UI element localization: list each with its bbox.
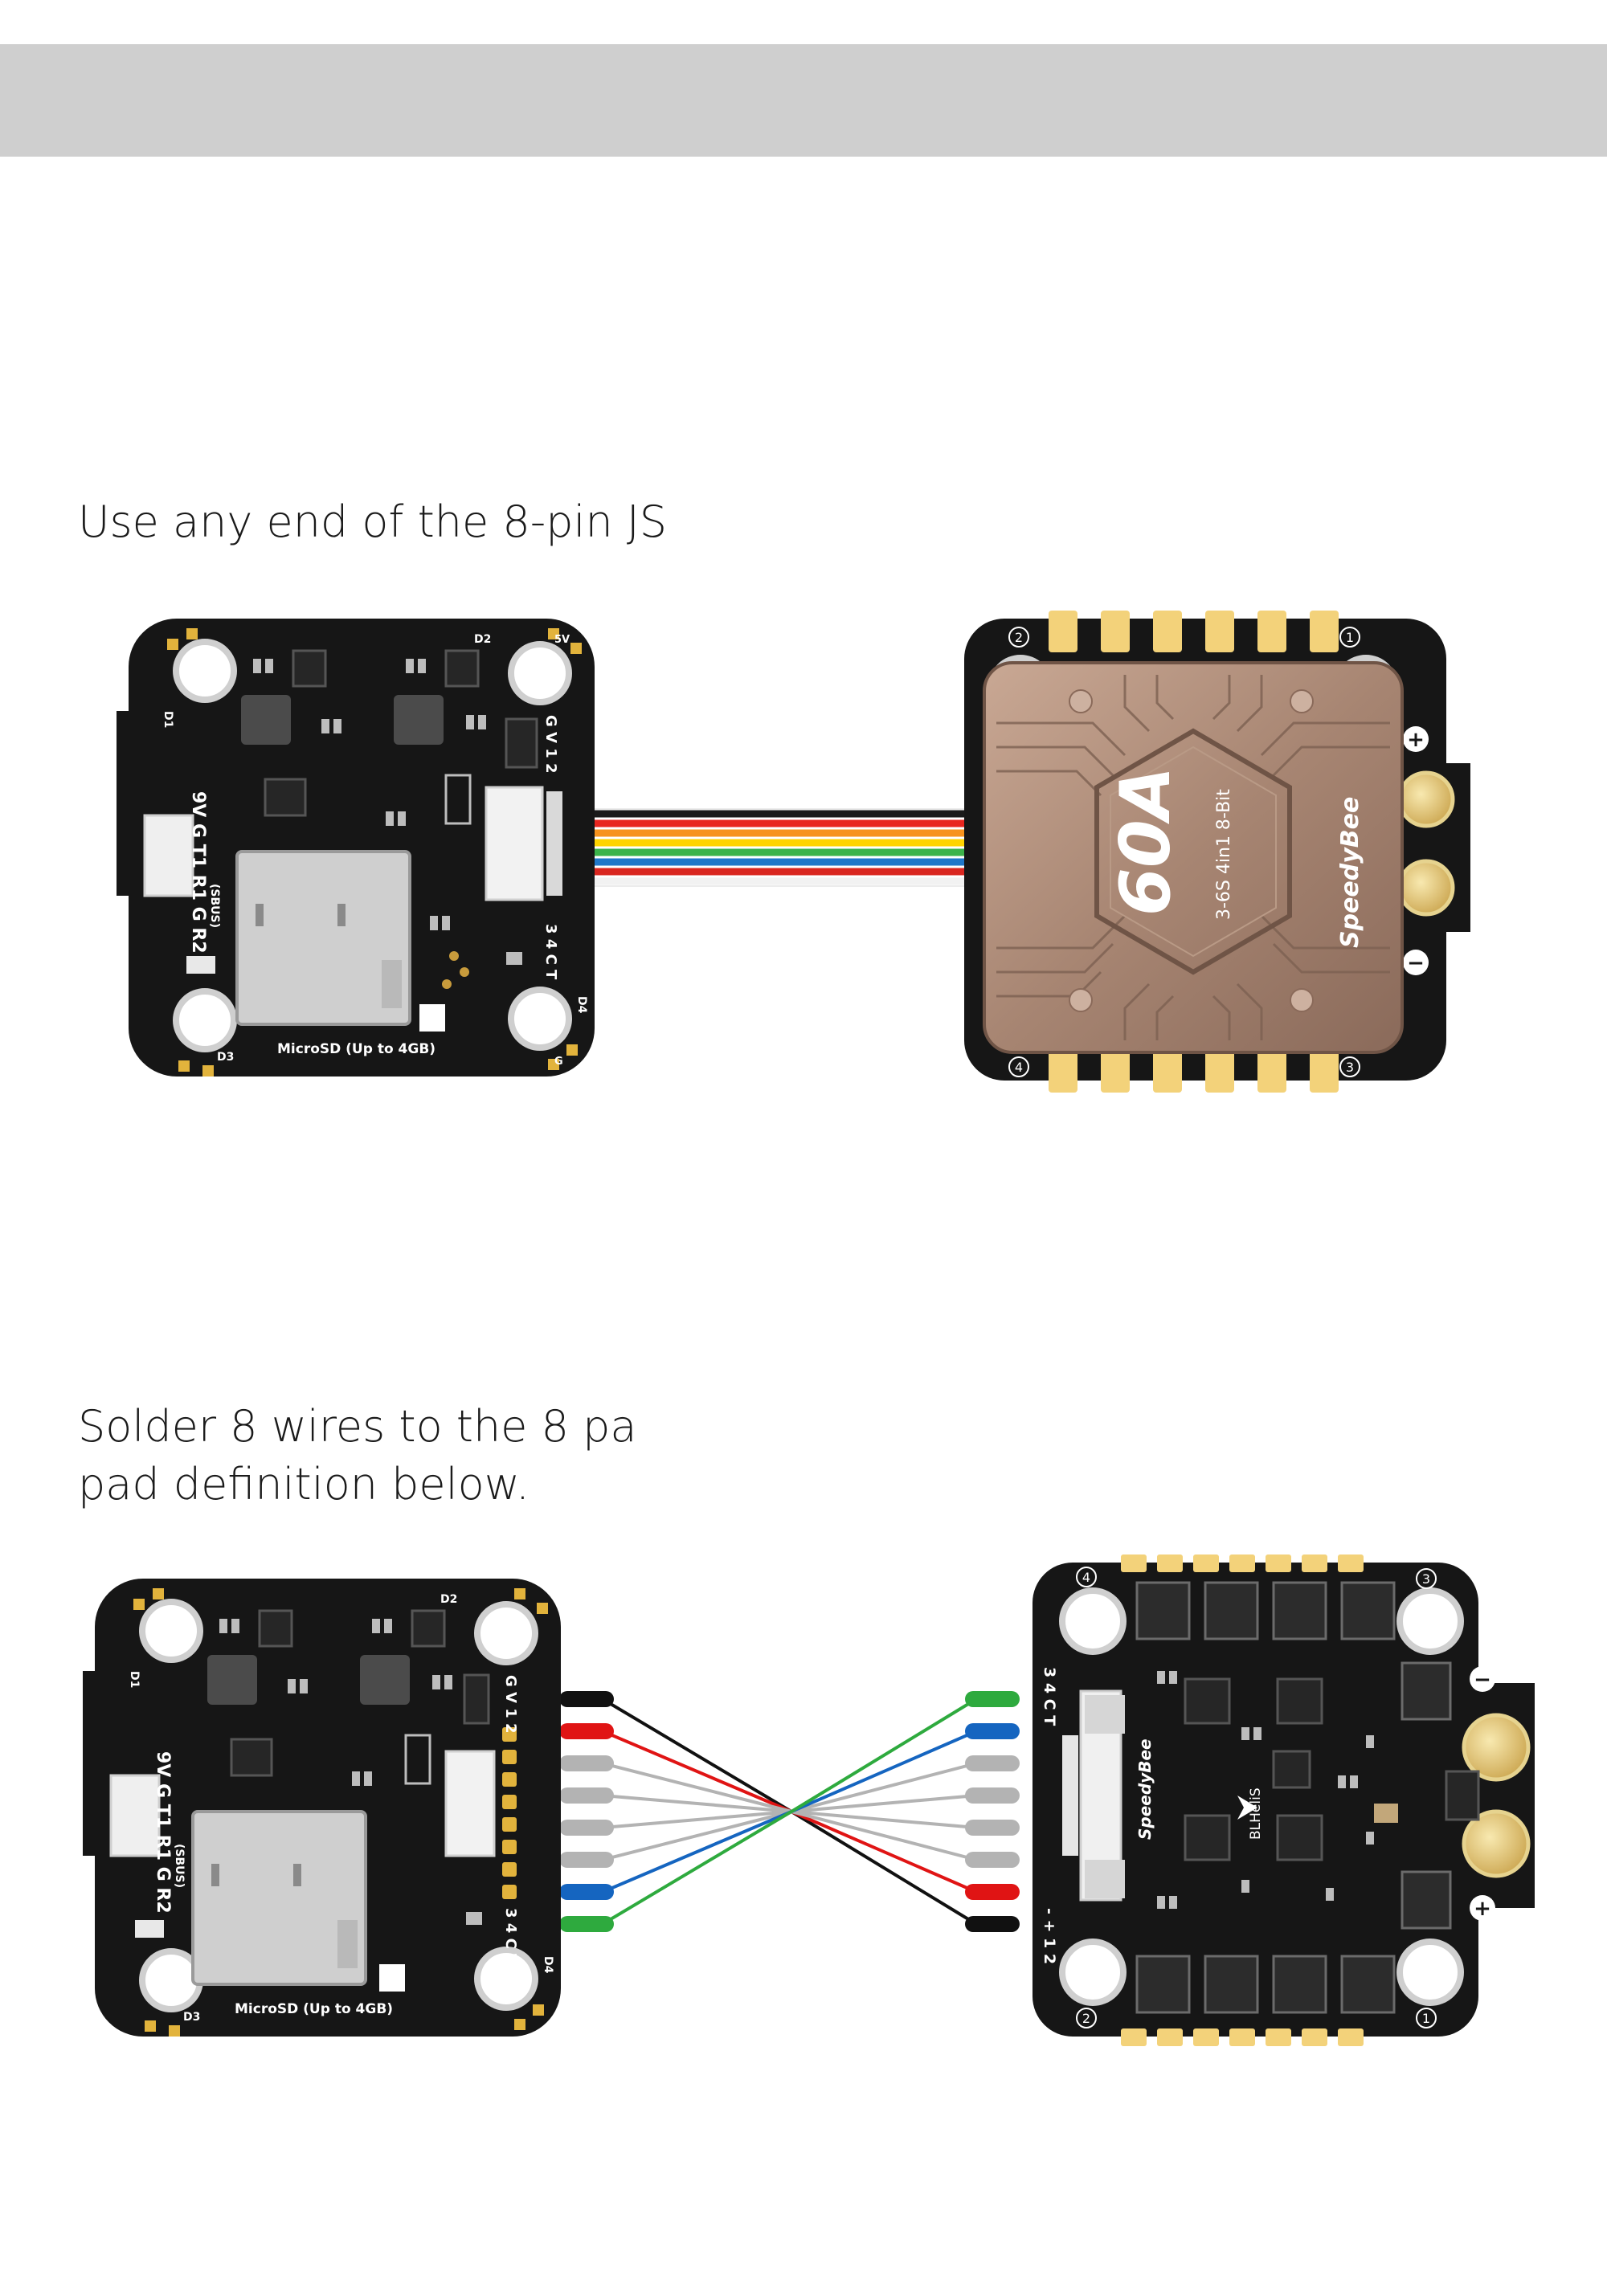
esc2-header-bottom-label: - + 1 2 — [1041, 1908, 1058, 1964]
crossing-wires — [559, 1691, 1020, 1932]
wire-end-right — [965, 1820, 1020, 1836]
esc-corner-number: 2 — [1015, 630, 1023, 645]
sd-card-icon — [419, 1004, 445, 1032]
fc-connector-label-top: G V 1 2 — [502, 1675, 519, 1734]
esc-motor-pads — [1049, 611, 1339, 1093]
power-pad-plus — [1462, 1809, 1531, 1878]
wire-end-left — [559, 1723, 614, 1739]
fc-pad-labels: 9V G T1 R1 G R2 — [188, 791, 208, 954]
microsd-slot — [235, 850, 411, 1026]
wire-end-right — [965, 1691, 1020, 1707]
caption-use-any-end: Use any end of the 8-pin JS — [78, 496, 668, 547]
fc-label-d2: D2 — [440, 1593, 457, 1606]
esc2-firmware-label: BLHeliS — [1248, 1787, 1264, 1840]
esc2-plus-sign: + — [1474, 1897, 1491, 1921]
fc-jst-connector — [444, 1750, 496, 1857]
wire-end-left — [559, 1852, 614, 1868]
power-pad-minus — [1397, 859, 1455, 917]
fc-connector-label-top: G V 1 2 — [542, 715, 559, 774]
esc-corner-number: 3 — [1346, 1060, 1354, 1075]
wire-end-right — [965, 1787, 1020, 1804]
caption-line-1: Solder 8 wires to the 8 pa — [78, 1401, 637, 1452]
esc-corner-number: 4 — [1015, 1060, 1023, 1075]
fc-label-d3: D3 — [183, 2011, 200, 2024]
esc2-corner-number: 2 — [1082, 2011, 1090, 2026]
mount-hole — [139, 1599, 203, 1663]
wire-end-left — [559, 1884, 614, 1900]
fc-label-d4: D4 — [542, 1956, 554, 1974]
fc-pad-labels: 9V G T1 R1 G R2 — [153, 1751, 173, 1914]
direction-arrow-icon — [1237, 1796, 1257, 1820]
esc2-corner-number: 4 — [1082, 1570, 1090, 1585]
fc-connector-label-bottom: 3 4 C T — [542, 924, 559, 980]
fc-sbus-label: (SBUS) — [173, 1844, 186, 1888]
microsd-slot — [191, 1810, 367, 1986]
wire-end-right — [965, 1916, 1020, 1932]
crossing-wire — [601, 1697, 978, 1926]
fc-label-5v: 5V — [554, 634, 570, 646]
wire-end-left — [559, 1820, 614, 1836]
flight-controller-board-2: 9V G T1 R1 G R2 (SBUS) G V 1 2 3 4 C T M… — [83, 1579, 561, 2037]
esc-board-2: − + 4 3 2 1 3 4 C T - + 1 2 SpeedyBee BL… — [1032, 1554, 1535, 2046]
fc-label-d4: D4 — [575, 996, 588, 1014]
wire-end-right — [965, 1884, 1020, 1900]
fc-microsd-label: MicroSD (Up to 4GB) — [277, 1041, 435, 1057]
esc2-minus-sign: − — [1474, 1668, 1491, 1692]
mount-hole — [173, 988, 237, 1052]
mount-hole — [508, 987, 572, 1051]
top-gray-band — [0, 44, 1607, 157]
mount-hole — [1396, 1939, 1464, 2006]
power-pad-plus — [1397, 770, 1455, 828]
fc-label-d1: D1 — [128, 1671, 141, 1688]
esc-corner-number: 1 — [1346, 630, 1354, 645]
esc2-corner-number: 3 — [1422, 1571, 1430, 1587]
fc-sbus-label: (SBUS) — [208, 884, 221, 928]
mount-hole — [474, 1601, 538, 1665]
mount-hole — [1059, 1587, 1127, 1655]
fc-solder-pad-column — [502, 1727, 517, 1899]
esc-board-1: + − 2 1 4 3 60A 3-6S 4in1 8-Bit Sp — [964, 611, 1470, 1093]
fc-jst-connector — [485, 786, 544, 901]
fc-label-d2: D2 — [474, 633, 491, 646]
esc-plus-sign: + — [1407, 728, 1425, 752]
heatsink-hexagon — [1094, 728, 1292, 975]
esc-spec-label: 3-6S 4in1 8-Bit — [1214, 789, 1234, 920]
esc-heatsink — [983, 661, 1404, 1054]
fc-microsd-label: MicroSD (Up to 4GB) — [235, 2001, 393, 2017]
fc-connector-label-bottom: 3 4 C T — [502, 1908, 519, 1964]
wire-end-right — [965, 1755, 1020, 1771]
jst-cable — [554, 808, 997, 887]
esc-mosfets — [1135, 1581, 1452, 2014]
wire-end-left — [559, 1787, 614, 1804]
mount-hole — [508, 641, 572, 705]
fc-label-d1: D1 — [162, 711, 174, 728]
power-pad-minus — [1462, 1713, 1531, 1782]
mount-hole — [173, 639, 237, 703]
esc-rating-60a: 60A — [1106, 766, 1186, 916]
esc-brand-label: SpeedyBee — [1336, 797, 1364, 948]
mount-hole — [474, 1947, 538, 2011]
mount-hole — [1059, 1939, 1127, 2006]
wire-end-right — [965, 1723, 1020, 1739]
wire-end-left — [559, 1691, 614, 1707]
fc-label-g: G — [554, 1056, 563, 1068]
caption-line-2: pad definition below. — [78, 1459, 530, 1510]
caption-solder-wires: Solder 8 wires to the 8 pa pad definition… — [78, 1398, 636, 1514]
esc2-corner-number: 1 — [1422, 2011, 1430, 2026]
esc2-header-top-label: 3 4 C T — [1041, 1667, 1058, 1726]
wire-end-left — [559, 1755, 614, 1771]
esc-minus-sign: − — [1407, 951, 1425, 975]
fc-label-d3: D3 — [217, 1051, 234, 1064]
wire-end-left — [559, 1916, 614, 1932]
mount-hole — [1396, 1587, 1464, 1655]
wire-end-right — [965, 1852, 1020, 1868]
flight-controller-board-1: 9V G T1 R1 G R2 (SBUS) G V 1 2 3 4 C T M… — [117, 619, 595, 1077]
sd-card-icon — [379, 1964, 405, 1992]
esc2-brand-label: SpeedyBee — [1135, 1738, 1155, 1840]
